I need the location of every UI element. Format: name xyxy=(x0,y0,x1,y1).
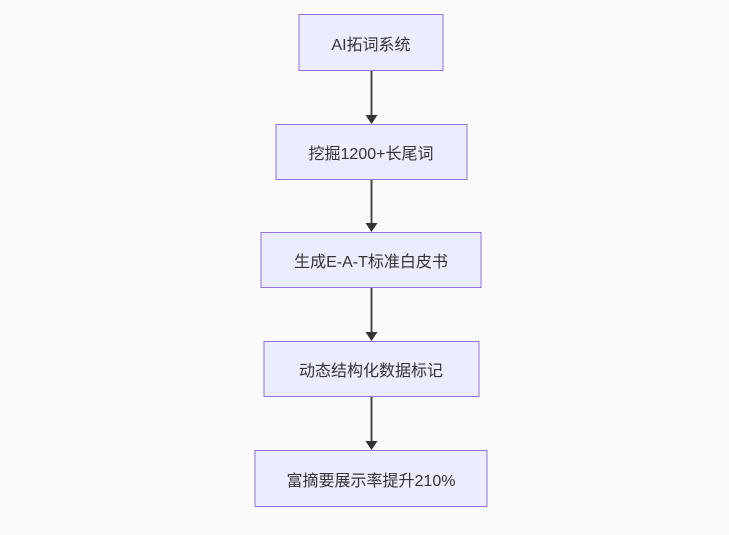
arrow-down-icon xyxy=(365,441,377,450)
flow-arrow-4 xyxy=(365,397,377,450)
flow-arrow-2 xyxy=(365,180,377,232)
flow-arrow-1 xyxy=(365,71,377,124)
flow-arrow-3 xyxy=(365,288,377,341)
flowchart: AI拓词系统 挖掘1200+长尾词 生成E-A-T标准白皮书 动态结构化数据标记… xyxy=(254,14,488,507)
flow-node-structured-data-markup: 动态结构化数据标记 xyxy=(263,341,479,397)
arrow-down-icon xyxy=(365,115,377,124)
flow-node-ai-word-system: AI拓词系统 xyxy=(298,14,444,71)
flow-node-longtail-keywords: 挖掘1200+长尾词 xyxy=(275,124,467,180)
arrow-line xyxy=(370,397,372,441)
arrow-line xyxy=(370,71,372,115)
arrow-line xyxy=(370,288,372,332)
flow-node-eat-whitepaper: 生成E-A-T标准白皮书 xyxy=(260,232,482,288)
arrow-down-icon xyxy=(365,223,377,232)
flow-node-rich-snippet-rate: 富摘要展示率提升210% xyxy=(254,450,488,507)
arrow-down-icon xyxy=(365,332,377,341)
arrow-line xyxy=(370,180,372,223)
